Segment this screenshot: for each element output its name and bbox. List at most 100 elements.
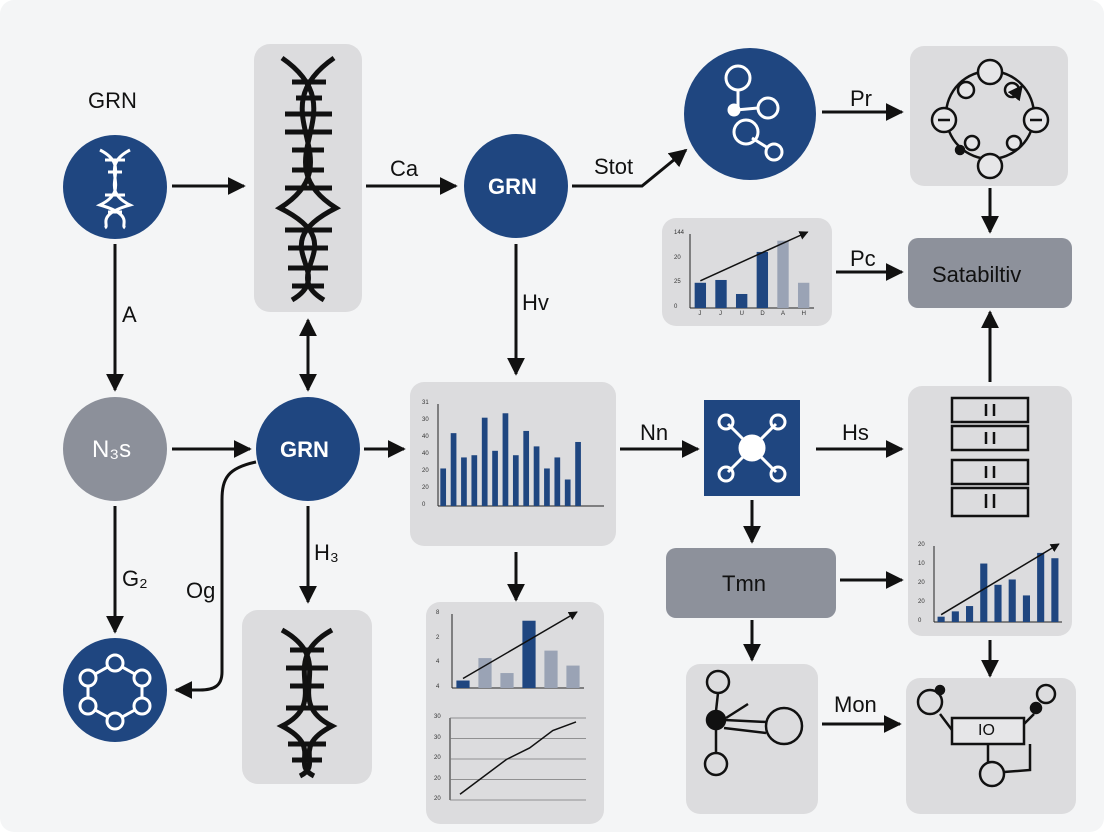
edge-label-hs: Hs [842, 420, 869, 445]
mini-chart-top-right-tick-3: 0 [674, 304, 678, 310]
mini-chart-top-right-bar-4 [777, 240, 789, 308]
grn-node-top[interactable] [464, 134, 568, 238]
io-network-icon [916, 683, 1057, 788]
bar-chart-center-tick-5: 20 [422, 485, 429, 491]
mini-chart-top-right-bar-0 [694, 282, 707, 308]
bar-chart-center-tick-1: 30 [422, 417, 429, 423]
grn-middle-node-label: GRN [280, 437, 329, 462]
bar-chart-center-bar-6 [502, 413, 509, 506]
bar-chart-bottom-center-bar-3 [522, 620, 536, 688]
bar-chart-right-bar-2 [966, 606, 974, 622]
bar-chart-bottom-center-bar-0 [456, 680, 470, 688]
bar-chart-right-bar-5 [1008, 579, 1016, 622]
edge-label-pr: Pr [850, 86, 872, 111]
mini-chart-top-right-bar-3 [756, 251, 769, 308]
mini-chart-top-right-cat-tick-2: U [739, 311, 744, 317]
bar-chart-right-trend-line [940, 543, 1060, 616]
mini-chart-top-right-cat-tick-3: D [760, 311, 765, 317]
grn-node-middle[interactable] [256, 397, 360, 501]
bar-chart-bottom-center-trend-line [462, 611, 578, 680]
hexagon-node[interactable] [63, 638, 167, 742]
bar-chart-center-bar-7 [512, 455, 519, 506]
tmn-label: Tmn [722, 571, 766, 596]
edge-label-a: A [122, 302, 137, 327]
bar-chart-right-tick-0: 20 [918, 542, 925, 548]
bar-chart-bottom-center-bar-5 [566, 665, 580, 688]
edges [106, 103, 999, 733]
bar-chart-bottom-center-tick-1: 2 [436, 634, 440, 641]
mini-chart-top-right-bar-5 [797, 282, 810, 308]
grn-top-left-label: GRN [88, 88, 137, 113]
mini-chart-top-right-tick-1: 20 [674, 254, 681, 261]
bar-chart-right-bar-4 [994, 584, 1002, 622]
bar-chart-right-tick-1: 10 [918, 561, 925, 567]
bar-chart-bottom-center [451, 611, 584, 689]
molecule-node[interactable] [684, 48, 816, 180]
bar-chart-center-bar-5 [492, 450, 498, 506]
dna-helix-icon-top [274, 55, 342, 303]
bar-chart-center-bar-13 [575, 441, 581, 506]
bar-chart-center-bar-1 [450, 433, 457, 506]
mini-chart-top-right-cat-tick-0: J [698, 311, 702, 317]
edge-label-mon: Mon [834, 692, 877, 717]
bar-chart-bottom-center-bar-4 [544, 650, 558, 688]
bar-chart-center-bar-12 [564, 479, 571, 506]
switch-bars-icon [950, 396, 1030, 518]
edge-label-g2: G₂ [122, 566, 148, 591]
io-box-label: IO [978, 722, 995, 739]
dna-helix-icon-bottom [276, 627, 338, 779]
bar-chart-center-bar-10 [544, 468, 550, 506]
star-network-icon [717, 413, 787, 483]
right-panel [908, 386, 1072, 636]
bar-chart-right-tick-2: 20 [918, 580, 925, 586]
bar-chart-center-bar-9 [533, 446, 540, 506]
feedback-panel [910, 46, 1068, 186]
edge-label-hv: Hv [522, 290, 549, 315]
line-chart-bottom-center-tick-4: 20 [434, 796, 441, 802]
molecule-network-icon [724, 64, 784, 162]
line-chart-bottom-center [449, 717, 586, 801]
bar-chart-center-bar-8 [523, 430, 530, 506]
mini-chart-top-right-cat-tick-4: A [781, 311, 786, 317]
dna-icon [95, 148, 135, 230]
satabiltiv-box[interactable] [908, 238, 1072, 308]
mini-chart-top-right-tick-0: 144 [674, 230, 685, 236]
bar-chart-center-tick-2: 40 [422, 434, 429, 440]
bar-chart-center [437, 404, 604, 507]
bar-chart-bottom-center-tick-0: 8 [436, 610, 440, 616]
bar-chart-center-bar-2 [461, 457, 467, 506]
hexagon-network-icon [78, 653, 152, 731]
mini-chart-top-right-bar-1 [715, 279, 727, 308]
bar-chart-center-tick-0: 31 [422, 400, 429, 406]
n3s-node-label: N₃s [92, 436, 132, 463]
edge-label-nn: Nn [640, 420, 669, 445]
n3s-node[interactable] [63, 397, 167, 501]
bar-chart-right-bar-7 [1037, 552, 1045, 622]
tmn-box[interactable] [666, 548, 836, 618]
molecule-cluster-icon [703, 669, 804, 777]
bar-chart-center-tick-3: 40 [422, 451, 429, 457]
bar-chart-center-bar-4 [481, 417, 488, 506]
line-chart-bottom-center-tick-2: 20 [434, 755, 441, 761]
grn-top-node-label: GRN [488, 174, 537, 199]
bar-chart-bottom-center-bar-2 [500, 673, 514, 688]
satabiltiv-label: Satabiltiv [932, 262, 1022, 287]
bar-chart-center-tick-6: 0 [422, 502, 426, 508]
bar-chart-center-tick-4: 20 [422, 468, 429, 474]
bar-chart-bottom-center-tick-3: 4 [436, 684, 440, 690]
chart-panel-bottom [426, 602, 604, 824]
mini-chart-top-right-bar-2 [735, 293, 748, 308]
io-panel [906, 678, 1076, 814]
line-chart-bottom-center-series-line [459, 721, 577, 795]
bar-chart-center-bar-3 [471, 455, 478, 506]
bar-chart-bottom-center-tick-2: 4 [436, 659, 440, 666]
edge-label-pc: Pc [850, 246, 876, 271]
line-chart-bottom-center-tick-1: 30 [434, 734, 441, 741]
edge-label-h3: H₃ [314, 540, 339, 565]
mini-chart-top-right-tick-2: 25 [674, 279, 681, 286]
edge-label-og: Og [186, 578, 216, 603]
bar-chart-center-bar-0 [440, 468, 447, 506]
molecule-panel [686, 664, 818, 814]
